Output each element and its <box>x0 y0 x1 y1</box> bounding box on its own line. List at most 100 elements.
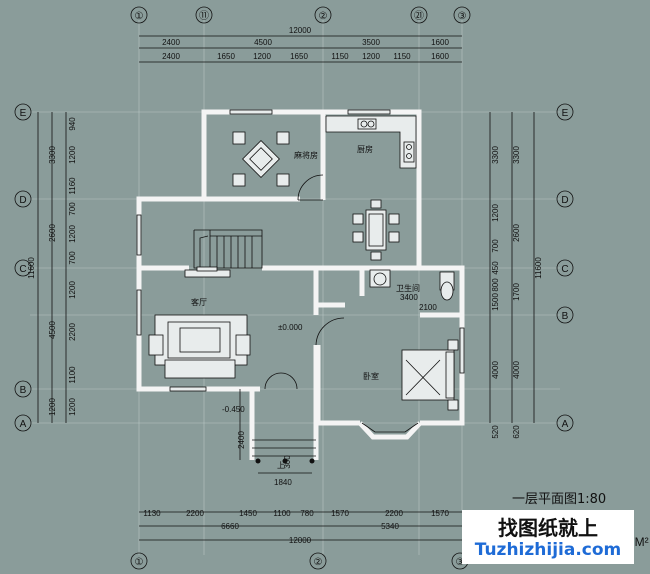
dim-left-inner: 700 <box>68 202 77 216</box>
dim-bottom-r1: 1570 <box>431 509 449 518</box>
dim-top-r2: 1150 <box>331 52 349 61</box>
axis-right-e: E <box>562 108 569 119</box>
porch-steps <box>239 389 316 474</box>
dim-left-total: 11600 <box>27 257 36 279</box>
dim-bottom-r1: 780 <box>300 509 314 518</box>
dim-right-inner: 4000 <box>491 361 500 379</box>
dim-bottom-total: 12000 <box>289 536 312 545</box>
doors <box>264 174 345 390</box>
dim-right-outer: 3300 <box>512 146 521 164</box>
dim-note-300: 300 <box>283 455 292 469</box>
axis-bubbles-bottom: ① ② ③ <box>130 552 469 570</box>
axis-left-d: D <box>19 195 26 206</box>
bed <box>401 339 459 411</box>
right-dimensions: 3300 1200 700 450 800 1500 4000 520 3300… <box>489 112 543 439</box>
drawing-title: 一层平面图1:80 <box>512 492 607 507</box>
dim-top-total: 12000 <box>289 26 312 35</box>
dining-table <box>352 199 400 261</box>
dim-top-r1: 2400 <box>162 38 180 47</box>
dim-left-inner: 940 <box>68 117 77 131</box>
axis-top-5: ③ <box>458 11 467 22</box>
dim-right-inner: 3300 <box>491 146 500 164</box>
room-label-kitchen: 厨房 <box>357 144 373 154</box>
dim-top-r2: 1600 <box>431 52 449 61</box>
mahjong-table <box>232 131 290 187</box>
room-label-mahjong: 麻将房 <box>294 150 318 160</box>
axis-top-4: ㉑ <box>414 10 424 22</box>
dim-top-r2: 1150 <box>393 52 411 61</box>
dim-right-inner: 700 <box>491 239 500 253</box>
dim-right-outer: 620 <box>512 425 521 439</box>
dim-top-r2: 1200 <box>253 52 271 61</box>
top-dimensions: 12000 2400 4500 3500 1600 2400 1650 1200… <box>139 26 462 63</box>
dim-note-2400: 2400 <box>237 431 246 449</box>
plan-notes: ±0.000 -0.450 2100 3400 2400 1840 300 上 <box>222 293 437 487</box>
dim-left-inner: 1160 <box>68 177 77 195</box>
dim-bottom-r1: 1570 <box>331 509 349 518</box>
room-label-living: 客厅 <box>191 297 207 307</box>
axis-left-b: B <box>20 385 27 396</box>
dim-note-1840: 1840 <box>274 478 292 487</box>
dim-top-r2: 1200 <box>362 52 380 61</box>
axis-right-b: B <box>562 311 569 322</box>
dim-left-inner: 1200 <box>68 146 77 164</box>
dim-right-outer: 1700 <box>512 283 521 301</box>
bottom-dimensions: 1130 2200 1450 1100 780 1570 2200 1570 6… <box>139 509 462 545</box>
axis-bottom-3: ③ <box>456 557 465 568</box>
dim-right-inner: 520 <box>491 425 500 439</box>
dim-left-inner: 700 <box>68 251 77 265</box>
staircase <box>193 229 263 269</box>
stair-up-label: 上 <box>277 461 285 470</box>
dim-right-inner: 1500 <box>491 293 500 311</box>
axis-top-3: ② <box>319 11 328 22</box>
dim-bottom-r2: 5340 <box>381 522 399 531</box>
room-labels: 麻将房 厨房 客厅 卧室 卫生间 <box>191 144 420 381</box>
axis-left-a: A <box>20 419 27 430</box>
dim-bottom-r2: 6660 <box>221 522 239 531</box>
dim-right-total: 11600 <box>534 257 543 279</box>
bath-fixtures <box>369 269 455 301</box>
axis-left-e: E <box>20 108 27 119</box>
axis-bubbles-left: E D C B A <box>14 103 32 432</box>
tv-cabinet <box>184 266 231 278</box>
axis-right-d: D <box>561 195 568 206</box>
dim-bottom-r1: 1100 <box>273 509 291 518</box>
dim-left-outer: 4500 <box>48 321 57 339</box>
dim-right-inner: 1200 <box>491 204 500 222</box>
dim-left-inner: 1100 <box>68 366 77 384</box>
dim-right-outer: 4000 <box>512 361 521 379</box>
room-label-bedroom: 卧室 <box>363 371 379 381</box>
left-dimensions: 11600 3300 2600 4500 1200 940 1200 1160 … <box>27 112 77 423</box>
dim-right-inner: 450 <box>491 261 500 275</box>
elevation-mark-porch: -0.450 <box>222 405 245 414</box>
dim-left-inner: 1200 <box>68 225 77 243</box>
dim-bottom-r1: 1450 <box>239 509 257 518</box>
axis-top-2: ⑪ <box>199 10 209 22</box>
room-label-bath: 卫生间 <box>396 283 420 293</box>
dim-right-outer: 2600 <box>512 224 521 242</box>
watermark-cn: 找图纸就上 <box>498 516 598 540</box>
axis-bottom-2: ② <box>314 557 323 568</box>
watermark-en: Tuzhizhijia.com <box>474 540 622 560</box>
watermark: 找图纸就上 Tuzhizhijia.com <box>462 510 634 564</box>
dim-top-r1: 4500 <box>254 38 272 47</box>
dim-top-r2: 1650 <box>290 52 308 61</box>
dim-top-r2: 2400 <box>162 52 180 61</box>
dim-note-3400: 3400 <box>400 293 418 302</box>
dim-left-inner: 1200 <box>68 281 77 299</box>
dim-top-r2: 1650 <box>217 52 235 61</box>
dim-left-outer: 2600 <box>48 224 57 242</box>
dim-note-2100: 2100 <box>419 303 437 312</box>
axis-bottom-1: ① <box>135 557 144 568</box>
dim-left-inner: 2200 <box>68 323 77 341</box>
dim-left-outer: 1200 <box>48 398 57 416</box>
dim-top-r1: 3500 <box>362 38 380 47</box>
elevation-mark: ±0.000 <box>278 323 303 332</box>
kitchen-counter <box>325 115 417 169</box>
axis-bubbles-top: ① ⑪ ② ㉑ ③ <box>130 6 471 24</box>
dim-left-outer: 3300 <box>48 146 57 164</box>
axis-right-a: A <box>562 419 569 430</box>
sofa-set <box>148 314 251 379</box>
dim-top-r1: 1600 <box>431 38 449 47</box>
